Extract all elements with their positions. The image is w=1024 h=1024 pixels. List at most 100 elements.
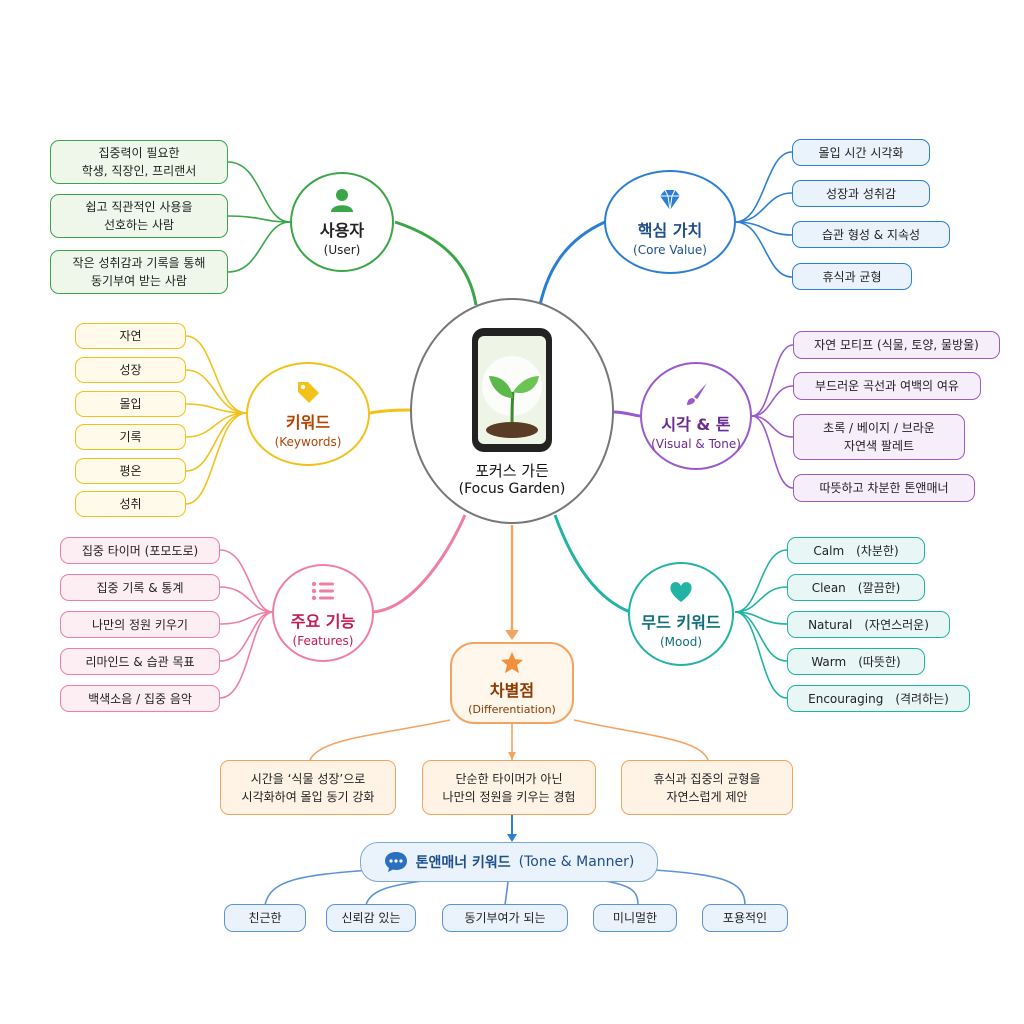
tag-icon bbox=[298, 382, 319, 403]
chat-bubble-icon bbox=[384, 852, 407, 872]
keyword-item-4: 기록 bbox=[75, 424, 186, 450]
mood-item-3: Natural (자연스러운) bbox=[787, 611, 950, 638]
mood-item-5: Encouraging (격려하는) bbox=[787, 685, 970, 712]
hub-differentiation-subtitle: (Differentiation) bbox=[468, 702, 556, 716]
diamond-icon bbox=[660, 189, 680, 211]
differentiation-item-3-line2: 자연스럽게 제안 bbox=[666, 789, 748, 804]
feature-item-2: 집중 기록 & 통계 bbox=[60, 574, 220, 601]
visual-tone-item-2: 부드러운 곡선과 여백의 여유 bbox=[793, 372, 981, 400]
list-icon bbox=[311, 581, 334, 601]
user-item-2-line2: 선호하는 사람 bbox=[103, 218, 175, 232]
tone-item-5: 포용적인 bbox=[702, 904, 788, 932]
hub-core-value: 핵심 가치 (Core Value) bbox=[604, 170, 736, 274]
hub-keywords-title: 키워드 bbox=[285, 413, 331, 432]
feature-item-2-text: 집중 기록 & 통계 bbox=[96, 580, 184, 595]
paintbrush-icon bbox=[687, 383, 707, 405]
heart-icon bbox=[670, 582, 692, 602]
tone-item-4-text: 미니멀한 bbox=[612, 911, 658, 925]
mood-item-4: Warm (따뜻한) bbox=[787, 648, 925, 675]
differentiation-item-2-line2: 나만의 정원을 키우는 경험 bbox=[442, 789, 576, 804]
hub-mood-title: 무드 키워드 bbox=[641, 613, 721, 632]
hub-keywords-subtitle: (Keywords) bbox=[274, 435, 342, 449]
visual-tone-item-1: 자연 모티프 (식물, 토양, 물방울) bbox=[793, 331, 1000, 359]
mood-item-4-en: Warm bbox=[811, 654, 847, 669]
keyword-item-1-text: 자연 bbox=[119, 329, 142, 343]
mood-item-1-en: Calm bbox=[813, 543, 845, 558]
hub-core-value-title: 핵심 가치 bbox=[637, 221, 703, 240]
mood-item-3-ko: (자연스러운) bbox=[864, 617, 929, 632]
hub-differentiation-title: 차별점 bbox=[489, 680, 535, 700]
user-item-2: 쉽고 직관적인 사용을 선호하는 사람 bbox=[50, 194, 228, 238]
star-icon bbox=[500, 651, 524, 673]
differentiation-item-1-line1: 시간을 ‘식물 성장’으로 bbox=[250, 771, 366, 786]
hub-user-title: 사용자 bbox=[319, 221, 365, 240]
core-value-item-1: 몰입 시간 시각화 bbox=[792, 139, 930, 166]
feature-item-5-text: 백색소음 / 집중 음악 bbox=[88, 691, 192, 706]
mood-item-2: Clean(깔끔한) bbox=[787, 574, 925, 601]
user-item-3-line1: 작은 성취감과 기록을 통해 bbox=[72, 256, 206, 270]
mood-item-2-ko: (깔끔한) bbox=[857, 580, 901, 595]
mood-item-3-en: Natural bbox=[808, 617, 853, 632]
keyword-item-6-text: 성취 bbox=[119, 497, 142, 511]
hub-mood-subtitle: (Mood) bbox=[659, 635, 703, 649]
mood-item-5-en: Encouraging bbox=[808, 691, 884, 706]
tone-item-1: 친근한 bbox=[224, 904, 306, 932]
tone-manner-subtitle: (Tone & Manner) bbox=[518, 854, 635, 870]
tone-item-3-text: 동기부여가 되는 bbox=[464, 911, 546, 925]
hub-visual-tone: 시각 & 톤 (Visual & Tone) bbox=[640, 362, 752, 470]
hub-mood: 무드 키워드 (Mood) bbox=[628, 562, 734, 666]
feature-item-4: 리마인드 & 습관 목표 bbox=[60, 648, 220, 675]
core-value-item-4: 휴식과 균형 bbox=[792, 263, 912, 290]
tone-manner-title: 톤앤매너 키워드 bbox=[415, 855, 511, 871]
tone-item-4: 미니멀한 bbox=[593, 904, 677, 932]
mood-item-5-ko: (격려하는) bbox=[895, 691, 949, 706]
visual-tone-item-3-line1: 초록 / 베이지 / 브라운 bbox=[823, 421, 935, 435]
visual-tone-item-1-text: 자연 모티프 (식물, 토양, 물방울) bbox=[814, 338, 979, 352]
tone-manner-header: 톤앤매너 키워드 (Tone & Manner) bbox=[360, 842, 658, 882]
user-item-1-line2: 학생, 직장인, 프리랜서 bbox=[81, 164, 197, 178]
keyword-item-4-text: 기록 bbox=[119, 430, 142, 444]
central-topic: 포커스 가든 (Focus Garden) bbox=[410, 298, 614, 524]
sprout-phone-icon bbox=[472, 327, 552, 452]
mood-item-4-ko: (따뜻한) bbox=[858, 654, 901, 669]
core-value-item-3: 습관 형성 & 지속성 bbox=[792, 221, 950, 248]
user-item-3-line2: 동기부여 받는 사람 bbox=[91, 274, 187, 288]
differentiation-item-2: 단순한 타이머가 아닌 나만의 정원을 키우는 경험 bbox=[422, 760, 596, 815]
feature-item-3: 나만의 정원 키우기 bbox=[60, 611, 220, 638]
tone-item-5-text: 포용적인 bbox=[722, 911, 768, 925]
differentiation-item-3-line1: 휴식과 집중의 균형을 bbox=[653, 771, 761, 786]
core-value-item-2-text: 성장과 성취감 bbox=[825, 186, 897, 201]
hub-core-value-subtitle: (Core Value) bbox=[633, 243, 707, 257]
keyword-item-6: 성취 bbox=[75, 491, 186, 517]
keyword-item-2-text: 성장 bbox=[119, 363, 142, 377]
user-item-2-line1: 쉽고 직관적인 사용을 bbox=[85, 200, 193, 214]
core-value-item-4-text: 휴식과 균형 bbox=[822, 269, 882, 284]
keyword-item-5-text: 평온 bbox=[119, 464, 142, 478]
hub-features-title: 주요 기능 bbox=[290, 612, 356, 631]
central-title: 포커스 가든 bbox=[475, 461, 549, 480]
keyword-item-2: 성장 bbox=[75, 357, 186, 383]
tone-item-1-text: 친근한 bbox=[248, 911, 282, 925]
hub-user: 사용자 (User) bbox=[290, 172, 394, 272]
feature-item-3-text: 나만의 정원 키우기 bbox=[92, 617, 188, 632]
core-value-item-2: 성장과 성취감 bbox=[792, 180, 930, 207]
person-icon bbox=[331, 189, 353, 212]
hub-visual-tone-title: 시각 & 톤 bbox=[661, 415, 731, 434]
tone-item-3: 동기부여가 되는 bbox=[442, 904, 568, 932]
hub-visual-tone-subtitle: (Visual & Tone) bbox=[651, 437, 741, 451]
user-item-3: 작은 성취감과 기록을 통해 동기부여 받는 사람 bbox=[50, 250, 228, 294]
keyword-item-1: 자연 bbox=[75, 323, 186, 349]
core-value-item-1-text: 몰입 시간 시각화 bbox=[818, 145, 904, 160]
user-item-1: 집중력이 필요한 학생, 직장인, 프리랜서 bbox=[50, 140, 228, 184]
hub-features: 주요 기능 (Features) bbox=[272, 564, 374, 662]
feature-item-4-text: 리마인드 & 습관 목표 bbox=[85, 654, 195, 669]
hub-keywords: 키워드 (Keywords) bbox=[246, 362, 370, 466]
central-subtitle: (Focus Garden) bbox=[458, 480, 566, 497]
differentiation-item-2-line1: 단순한 타이머가 아닌 bbox=[455, 771, 563, 786]
tone-item-2-text: 신뢰감 있는 bbox=[341, 911, 401, 925]
hub-differentiation: 차별점 (Differentiation) bbox=[450, 642, 574, 724]
feature-item-1: 집중 타이머 (포모도로) bbox=[60, 537, 220, 564]
differentiation-item-1-line2: 시각화하여 몰입 동기 강화 bbox=[241, 789, 375, 804]
visual-tone-item-3-line2: 자연색 팔레트 bbox=[843, 439, 915, 453]
